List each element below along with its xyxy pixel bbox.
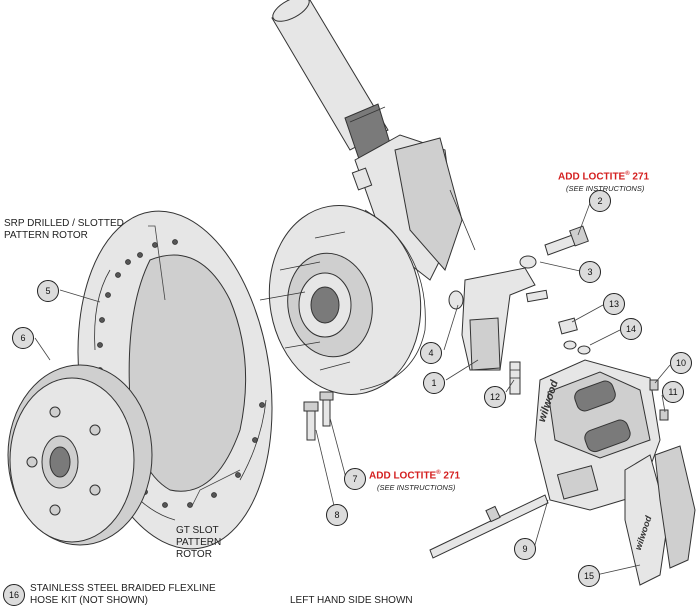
callout-9: 9 bbox=[514, 538, 536, 560]
leader-lines bbox=[34, 202, 671, 576]
callout-14: 14 bbox=[620, 318, 642, 340]
callout-2: 2 bbox=[589, 190, 611, 212]
washer-3 bbox=[519, 255, 537, 269]
callout-16: 16 bbox=[3, 584, 25, 606]
loctite-bolt-7 bbox=[319, 391, 334, 427]
gt-rotor-label-line2: PATTERN bbox=[176, 537, 222, 548]
loctite-mid-number: 271 bbox=[440, 470, 461, 482]
hat-bolt bbox=[303, 401, 319, 441]
callout-3: 3 bbox=[579, 261, 601, 283]
loctite-top-number: 271 bbox=[629, 171, 650, 183]
gt-rotor-label-line1: GT SLOT bbox=[176, 525, 219, 536]
hose-kit-note: STAINLESS STEEL BRAIDED FLEXLINE HOSE KI… bbox=[30, 583, 216, 607]
hose-kit-line2: HOSE KIT (NOT SHOWN) bbox=[30, 595, 148, 606]
registered-mark-mid: ® bbox=[436, 470, 441, 476]
axle-shaft bbox=[271, 0, 393, 163]
callout-6: 6 bbox=[12, 327, 34, 349]
caliper-bracket bbox=[461, 267, 536, 371]
callout-7: 7 bbox=[344, 468, 366, 490]
registered-mark-top: ® bbox=[625, 171, 630, 177]
loctite-top-text: ADD LOCTITE bbox=[558, 171, 626, 183]
bleeder-11 bbox=[659, 409, 669, 421]
gt-rotor-label: GT SLOT PATTERN ROTOR bbox=[176, 525, 221, 561]
callout-11: 11 bbox=[662, 381, 684, 403]
brake-pads bbox=[624, 445, 696, 586]
callout-8: 8 bbox=[326, 504, 348, 526]
srp-rotor-label-line1: SRP DRILLED / SLOTTED bbox=[4, 218, 124, 229]
washer-4 bbox=[448, 290, 464, 310]
caliper-through-bolt bbox=[429, 494, 549, 559]
srp-rotor-label: SRP DRILLED / SLOTTED PATTERN ROTOR bbox=[4, 218, 124, 242]
loctite-mid-sub: (SEE INSTRUCTIONS) bbox=[377, 483, 456, 493]
bracket-bolt-12 bbox=[509, 361, 521, 395]
callout-1: 1 bbox=[423, 372, 445, 394]
axle-housing-bracket bbox=[351, 134, 476, 281]
rotor-hat bbox=[7, 364, 153, 546]
washers-14 bbox=[563, 340, 591, 355]
bleeder-10 bbox=[649, 379, 659, 391]
callout-4: 4 bbox=[420, 342, 442, 364]
wheel-studs bbox=[259, 231, 351, 371]
hose-kit-line1: STAINLESS STEEL BRAIDED FLEXLINE bbox=[30, 583, 216, 594]
gt-rotor-label-line3: ROTOR bbox=[176, 549, 212, 560]
callout-12: 12 bbox=[484, 386, 506, 408]
loctite-bolt-2 bbox=[544, 225, 589, 256]
callout-15: 15 bbox=[578, 565, 600, 587]
loctite-top-sub: (SEE INSTRUCTIONS) bbox=[566, 184, 645, 194]
callout-13: 13 bbox=[603, 293, 625, 315]
loctite-note-mid: ADD LOCTITE® 271 (SEE INSTRUCTIONS) bbox=[369, 467, 460, 494]
loctite-note-top: ADD LOCTITE® 271 (SEE INSTRUCTIONS) bbox=[558, 168, 649, 195]
bracket-stud bbox=[525, 289, 549, 303]
loctite-mid-text: ADD LOCTITE bbox=[369, 470, 437, 482]
callout-10: 10 bbox=[670, 352, 692, 374]
srp-rotor-label-line2: PATTERN ROTOR bbox=[4, 230, 88, 241]
wheel-hub bbox=[268, 205, 426, 395]
callout-5: 5 bbox=[37, 280, 59, 302]
side-shown-note: LEFT HAND SIDE SHOWN bbox=[290, 595, 413, 606]
